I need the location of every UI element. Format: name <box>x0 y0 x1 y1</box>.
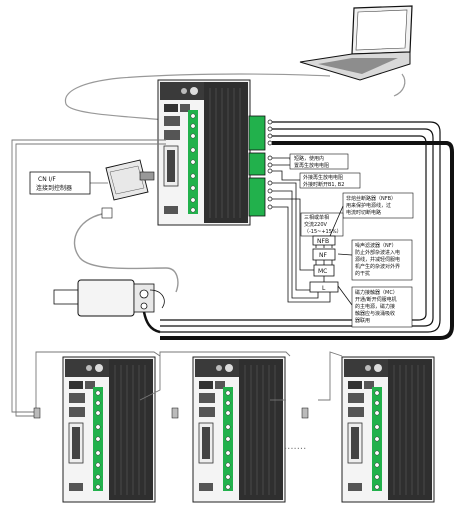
motor-power-lead <box>142 311 161 334</box>
nf-note-line2: 防止外部杂波进入电 <box>355 249 400 256</box>
nf-box-label: NF <box>319 252 327 259</box>
nf-note-line1: 噪声滤波器（NF） <box>355 242 397 249</box>
laptop-icon <box>299 5 413 81</box>
external-note-line2: 外接时断开B1, B2 <box>303 181 344 188</box>
nf-note: 噪声滤波器（NF） 防止外部杂波进入电 源线，并减轻伺服电 机产生的杂波对外界 … <box>351 239 413 281</box>
mc-note-line2: 开通/断开伺服电机 <box>355 296 397 303</box>
nf-note-line5: 的干扰 <box>355 270 370 277</box>
link-cables <box>35 351 343 412</box>
encoder-connector <box>101 207 113 219</box>
power-wiring <box>272 182 353 306</box>
laptop-cable-stub <box>393 73 406 97</box>
encoder-cable <box>73 212 179 293</box>
servo-drive-2 <box>62 356 156 503</box>
daisy-chain-cables <box>11 139 166 417</box>
mc-note-line3: 的主电源，磁力接 <box>355 303 395 310</box>
power-note-line3: （-15~+15%） <box>304 229 342 235</box>
terminal-block-lower <box>248 177 266 217</box>
short-note-line2: 置再生放电电阻 <box>294 162 329 169</box>
usb-cable <box>64 73 331 121</box>
power-note-line1: 三相或单相 <box>304 214 329 221</box>
nfb-note-line2: 用来保护电源线，过 <box>346 202 391 209</box>
mc-note-line5: 器联用 <box>355 317 370 324</box>
nf-note-line4: 机产生的杂波对外界 <box>355 263 400 270</box>
mc-note-line1: 磁力接触器（MC） <box>355 289 398 296</box>
servo-motor-icon <box>53 279 155 317</box>
terminal-block-upper <box>248 115 266 151</box>
external-note-line1: 外接再生放电电阻 <box>303 174 343 181</box>
l-box: L <box>309 281 339 293</box>
power-supply-note: 三相或单相 交流220V （-15~+15%） <box>300 212 344 237</box>
servo-drive-3 <box>192 356 286 503</box>
terminal-block-middle <box>248 152 266 176</box>
nfb-note-line3: 电流时切断电路 <box>346 209 381 216</box>
short-note-box: 短路，使用内 置再生放电电阻 <box>289 153 349 170</box>
nfb-note: 非熔丝断路器（NFB） 用来保护电源线，过 电流时切断电路 <box>342 192 414 219</box>
terminal-screws <box>267 119 273 210</box>
nfb-box: NFB <box>312 235 336 246</box>
continuation-dots: ······· <box>284 444 306 455</box>
external-note-box: 外接再生放电电阻 外接时断开B1, B2 <box>299 172 361 189</box>
short-note-line1: 短路，使用内 <box>294 155 324 162</box>
mc-note-line4: 触器应与浪涌吸收 <box>355 310 395 317</box>
main-servo-drive <box>157 79 251 226</box>
nf-box: NF <box>312 248 336 261</box>
motor-encoder-lead <box>149 289 165 309</box>
servo-drive-4 <box>341 356 435 503</box>
nfb-note-line1: 非熔丝断路器（NFB） <box>346 195 396 202</box>
link-plugs <box>33 407 309 419</box>
controller-label: 连接到控制器 <box>36 184 72 192</box>
cn-if-label: CN I/F <box>38 176 56 183</box>
motor-power-cables <box>160 121 454 340</box>
connector-plug-icon <box>105 159 155 201</box>
mc-box-label: MC <box>318 268 327 275</box>
mc-box: MC <box>313 264 335 277</box>
cn-if-box: CN I/F 连接到控制器 <box>29 171 91 195</box>
l-box-label: L <box>322 285 326 292</box>
power-note-line2: 交流220V <box>304 221 328 228</box>
mc-note: 磁力接触器（MC） 开通/断开伺服电机 的主电源，磁力接 触器应与浪涌吸收 器联… <box>351 286 413 328</box>
nf-note-line3: 源线，并减轻伺服电 <box>355 256 400 263</box>
nfb-box-label: NFB <box>317 238 329 245</box>
